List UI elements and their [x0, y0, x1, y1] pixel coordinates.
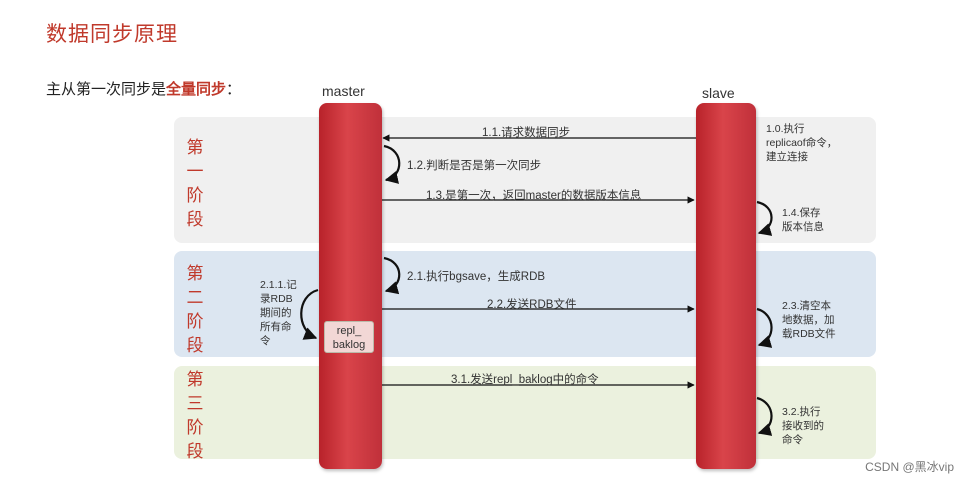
arrow-1-2 — [383, 144, 401, 184]
arrow-2-1-1 — [300, 288, 319, 340]
note-1-4-line: 版本信息 — [782, 221, 824, 233]
note-2-3-line: 载RDB文件 — [782, 328, 836, 340]
slave-lifeline — [696, 103, 756, 469]
arrow-1-4 — [756, 200, 773, 236]
note-1-4: 1.4.保存 版本信息 — [782, 206, 824, 234]
phase-1-label-text: 第一阶段 — [186, 138, 204, 229]
msg-1-3: 1.3.是第一次，返回master的数据版本信息 — [426, 190, 642, 202]
note-2-3-line: 地数据，加 — [782, 314, 835, 326]
note-2-1-1-line: 录RDB — [260, 293, 293, 305]
watermark: CSDN @黑冰vip — [865, 460, 954, 474]
note-2-3: 2.3.清空本 地数据，加 载RDB文件 — [782, 299, 836, 341]
note-3-2-line: 3.2.执行 — [782, 406, 821, 418]
msg-1-2: 1.2.判断是否是第一次同步 — [407, 160, 542, 172]
arrow-3-2 — [756, 396, 773, 436]
slave-label: slave — [702, 85, 735, 101]
subtitle-suffix: ： — [226, 81, 242, 98]
msg-2-2: 2.2.发送RDB文件 — [487, 299, 577, 311]
note-3-2: 3.2.执行 接收到的 命令 — [782, 405, 824, 447]
note-1-0-line: 1.0.执行 — [766, 123, 805, 135]
arrow-2-1 — [383, 256, 401, 295]
phase-2-label-text: 第二阶段 — [186, 264, 204, 355]
master-lifeline — [319, 103, 382, 469]
page-title: 数据同步原理 — [46, 23, 178, 46]
note-2-1-1-line: 令 — [260, 335, 271, 347]
subtitle-prefix: 主从第一次同步是 — [46, 81, 167, 98]
master-label: master — [322, 83, 365, 99]
phase-3-label: 第三阶段 — [184, 368, 206, 464]
note-1-0-line: 建立连接 — [766, 151, 808, 163]
phase-1-label: 第一阶段 — [184, 136, 206, 232]
repl-baklog-line-1: repl_ — [336, 325, 362, 337]
phase-3-label-text: 第三阶段 — [186, 370, 204, 461]
msg-1-1: 1.1.请求数据同步 — [482, 127, 571, 139]
note-3-2-line: 命令 — [782, 434, 803, 446]
note-2-3-line: 2.3.清空本 — [782, 300, 832, 312]
note-2-1-1-line: 2.1.1.记 — [260, 279, 297, 291]
note-1-4-line: 1.4.保存 — [782, 207, 821, 219]
subtitle-emphasis: 全量同步 — [166, 81, 227, 98]
note-2-1-1-line: 所有命 — [260, 321, 292, 333]
note-3-2-line: 接收到的 — [782, 420, 824, 432]
repl-baklog-box: repl_ baklog — [324, 321, 374, 353]
repl-baklog-line-2: baklog — [332, 339, 366, 351]
phase-3-band — [174, 366, 876, 459]
note-1-0: 1.0.执行 replicaof命令， 建立连接 — [766, 122, 837, 164]
msg-3-1: 3.1.发送repl_baklog中的命令 — [451, 374, 599, 386]
note-1-0-line: replicaof命令， — [766, 137, 838, 149]
phase-2-label: 第二阶段 — [184, 262, 206, 358]
note-2-1-1-line: 期间的 — [260, 307, 292, 319]
arrow-2-3 — [756, 307, 773, 348]
subtitle: 主从第一次同步是全量同步： — [46, 78, 241, 99]
msg-2-1: 2.1.执行bgsave，生成RDB — [407, 271, 546, 283]
note-2-1-1: 2.1.1.记 录RDB 期间的 所有命 令 — [260, 278, 297, 348]
